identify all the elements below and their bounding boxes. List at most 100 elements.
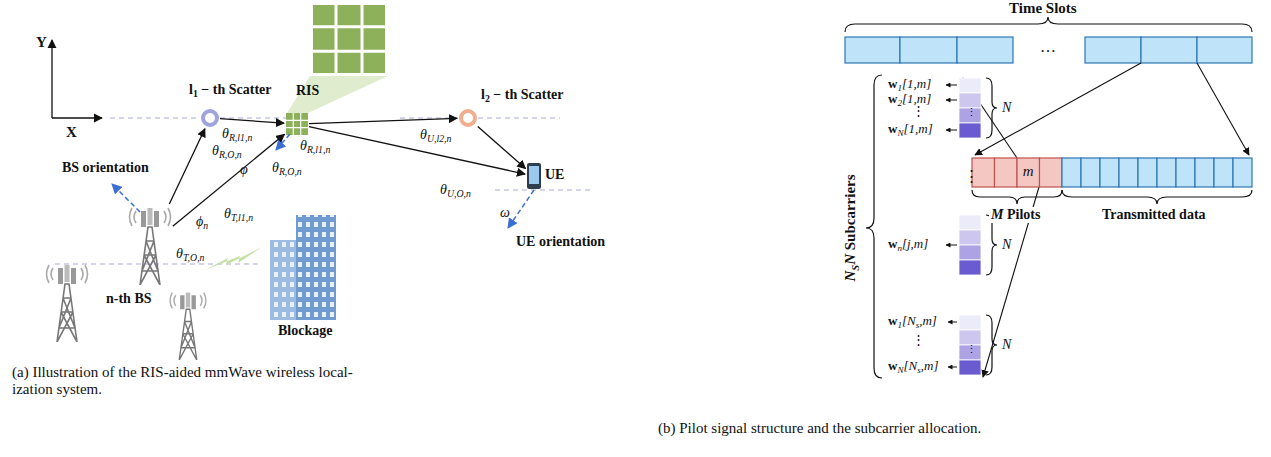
text-run: 1 bbox=[897, 83, 902, 93]
text-run: ⋮ bbox=[912, 332, 925, 347]
annotation: θU,l2,n bbox=[420, 127, 451, 144]
signal-path bbox=[220, 119, 284, 123]
annotation: θR,l1,n bbox=[222, 126, 252, 143]
text-run: w bbox=[888, 91, 897, 106]
text-run: n-th BS bbox=[106, 291, 152, 306]
text-run: s bbox=[917, 365, 921, 375]
text-run: N bbox=[897, 128, 903, 138]
annotation: θT,O,n bbox=[176, 246, 204, 263]
text-run: θ bbox=[222, 126, 229, 141]
annotation: φ bbox=[240, 162, 248, 178]
text-run: θ bbox=[176, 246, 183, 261]
subcarrier-stacks bbox=[959, 78, 981, 375]
caption: (b) Pilot signal structure and the subca… bbox=[658, 420, 981, 437]
scatterer: l1 − th Scatter bbox=[201, 109, 219, 127]
text-run: w bbox=[888, 358, 897, 373]
text-run: X bbox=[66, 124, 77, 140]
text-run: R,l1,n bbox=[229, 132, 252, 143]
annotation: θR,O,n bbox=[272, 160, 302, 177]
annotation: M Pilots bbox=[989, 207, 1042, 223]
text-run: θ bbox=[300, 138, 307, 153]
annotation: BS orientation bbox=[62, 160, 149, 176]
annotation: … bbox=[1040, 38, 1056, 56]
ris-zoom bbox=[287, 2, 388, 113]
annotation: ϕn bbox=[196, 214, 208, 231]
text-run: l bbox=[481, 87, 485, 102]
text-run: 1 bbox=[897, 320, 902, 330]
annotation: ⋮ bbox=[912, 333, 925, 348]
annotation: N bbox=[1000, 237, 1013, 253]
text-run: N bbox=[842, 271, 858, 282]
text-run: ϕ bbox=[196, 214, 203, 229]
signal-path bbox=[309, 127, 525, 174]
blockage: Blockage bbox=[270, 215, 336, 320]
blocked-signal bbox=[205, 247, 262, 270]
annotation: wN[1,m] bbox=[888, 122, 933, 138]
node-label: l2 − th Scatter bbox=[481, 87, 563, 104]
text-run: 2 bbox=[485, 93, 490, 104]
text-run: m bbox=[1023, 163, 1034, 179]
ris-panel bbox=[286, 113, 308, 135]
annotation: UE orientation bbox=[516, 234, 605, 250]
annotation: Time Slots bbox=[1009, 0, 1077, 17]
text-run: N bbox=[897, 365, 903, 375]
text-run: φ bbox=[240, 162, 248, 177]
text-run: θ bbox=[224, 206, 231, 221]
text-run: − th Scatter bbox=[198, 82, 272, 97]
ris-panel: RIS bbox=[286, 113, 308, 135]
scatterers bbox=[203, 111, 475, 125]
text-run: (b) Pilot signal structure and the subca… bbox=[658, 420, 981, 436]
time-slot-bar bbox=[845, 37, 1252, 63]
annotation: N bbox=[1000, 100, 1013, 116]
text-run: Transmitted data bbox=[1102, 207, 1206, 222]
node-label: n-th BS bbox=[106, 291, 152, 307]
text-run: [j,m] bbox=[902, 236, 928, 251]
text-run: N bbox=[842, 254, 858, 265]
annotation: ⋮ bbox=[966, 343, 977, 356]
pilot-frame bbox=[972, 158, 1252, 187]
text-run: (a) Illustration of the RIS-aided mmWave… bbox=[12, 364, 353, 397]
signal-path bbox=[478, 127, 526, 169]
text-run: w bbox=[888, 313, 897, 328]
base-stations bbox=[47, 208, 206, 360]
annotation: ω bbox=[500, 205, 510, 221]
blockage-buildings bbox=[270, 215, 336, 320]
text-run: [N bbox=[903, 358, 917, 373]
annotation: ⋮ bbox=[964, 168, 979, 185]
annotation: X bbox=[66, 124, 77, 141]
node-label: Blockage bbox=[278, 323, 332, 339]
text-run: ,m] bbox=[921, 358, 939, 373]
text-run: s bbox=[916, 320, 920, 330]
text-run: UE orientation bbox=[516, 234, 605, 249]
text-run: UE bbox=[545, 167, 564, 182]
axes bbox=[52, 40, 102, 118]
annotation: wN[Ns,m] bbox=[888, 359, 938, 375]
text-run: [N bbox=[902, 313, 916, 328]
text-run: w bbox=[888, 76, 897, 91]
text-run: U,l2,n bbox=[427, 133, 452, 144]
base-station: n-th BS bbox=[128, 205, 172, 285]
text-run: M bbox=[991, 207, 1003, 222]
annotation: θR,l1,n bbox=[300, 138, 330, 155]
text-run: θ bbox=[272, 160, 279, 175]
text-run: ⋮ bbox=[912, 103, 925, 118]
text-run: l bbox=[189, 82, 193, 97]
pointer-arrows bbox=[946, 85, 957, 367]
text-run: [1,m] bbox=[902, 76, 931, 91]
text-run: Time Slots bbox=[1009, 0, 1077, 16]
signal-path bbox=[169, 129, 205, 204]
text-run: ,m] bbox=[919, 313, 937, 328]
text-run: ⋮ bbox=[966, 343, 977, 355]
text-run: θ bbox=[212, 143, 219, 158]
annotation: N bbox=[1000, 337, 1013, 353]
text-run: RIS bbox=[296, 83, 319, 98]
node-label: UE bbox=[545, 167, 564, 183]
text-run: R,l1,n bbox=[307, 144, 330, 155]
text-run: Subcarriers bbox=[842, 174, 858, 254]
text-run: ⋮ bbox=[964, 168, 979, 184]
text-run: ω bbox=[500, 205, 510, 220]
braces bbox=[845, 17, 1252, 378]
annotation: ⋮ bbox=[966, 106, 977, 119]
text-run: n bbox=[897, 243, 902, 253]
